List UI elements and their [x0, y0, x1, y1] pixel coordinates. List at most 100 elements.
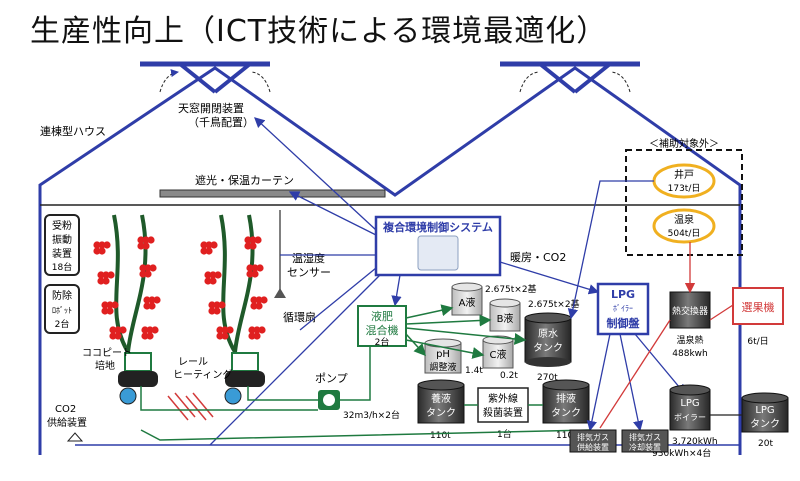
vine-stem — [126, 214, 148, 353]
tomato-fruit — [146, 332, 154, 340]
tomato-fruit — [244, 242, 252, 250]
tomato-fruit — [205, 247, 213, 255]
svg-text:ボイラー: ボイラー — [674, 413, 706, 422]
pollinator-box: 受粉 振動 装置 18台 — [44, 214, 80, 276]
tomato-fruit — [254, 236, 262, 244]
tomato-fruit — [216, 326, 224, 334]
tomato-fruit — [137, 236, 145, 244]
fan-icon — [224, 387, 242, 405]
svg-text:受粉: 受粉 — [52, 219, 72, 232]
vine-stem — [233, 214, 255, 353]
tomato-fruit — [246, 270, 254, 278]
tomato-fruit — [255, 302, 263, 310]
lpg-boiler: LPG ボイラー — [669, 384, 711, 431]
svg-text:制御盤: 制御盤 — [607, 316, 641, 330]
page-title: 生産性向上（ICT技術による環境最適化） — [30, 14, 608, 49]
tomato-fruit — [103, 241, 111, 249]
tomato-fruit — [98, 241, 106, 249]
tank-c: C液 — [482, 335, 514, 369]
pump-spec: 32m3/h×2台 — [343, 409, 400, 421]
svg-text:C液: C液 — [490, 348, 507, 361]
tomato-fruit — [111, 301, 119, 309]
curtain-label: 遮光・保温カーテン — [195, 173, 294, 187]
tomato-fruit — [213, 307, 221, 315]
tomato-fruit — [251, 270, 259, 278]
svg-text:タンク: タンク — [533, 342, 563, 354]
skylight-label: 天窓開閉装置 — [178, 101, 244, 115]
pump-icon — [318, 390, 340, 410]
tomato-fruit — [200, 241, 208, 249]
tank-b: B液 — [489, 298, 521, 332]
tomato-fruit — [143, 302, 151, 310]
co2-label-2: 供給装置 — [47, 416, 87, 429]
svg-text:防除: 防除 — [52, 289, 72, 302]
svg-text:複合環境制御システム: 複合環境制御システム — [382, 220, 493, 234]
pump-label: ポンプ — [315, 372, 348, 385]
house-label: 連棟型ハウス — [40, 124, 106, 138]
svg-text:排気ガス: 排気ガス — [629, 432, 661, 442]
fan-icon — [119, 387, 137, 405]
tomato-fruit — [221, 332, 229, 340]
fan-label: 循環扇 — [283, 310, 316, 324]
coco-label: ココピート — [82, 347, 132, 359]
tomato-fruit — [260, 296, 268, 304]
svg-text:タンク: タンク — [750, 418, 780, 430]
tomato-fruit — [248, 332, 256, 340]
tomato-fruit — [141, 326, 149, 334]
growing-bed-left — [118, 352, 158, 405]
tank-ph-spec: 1.4t — [465, 366, 483, 376]
coco-label-2: 培地 — [95, 359, 115, 372]
hot-spring-heat: 温泉熱 — [676, 334, 703, 346]
tomato-fruit — [209, 271, 217, 279]
tomato-fruit — [143, 296, 151, 304]
svg-text:調整液: 調整液 — [429, 361, 456, 373]
control-system-box: 複合環境制御システム — [374, 215, 502, 277]
tomato-fruit — [249, 242, 257, 250]
tomato-fruit — [209, 277, 217, 285]
growing-bed-right — [224, 352, 265, 405]
rail-label-2: ヒーティング — [173, 368, 232, 381]
svg-text:173t/日: 173t/日 — [668, 183, 701, 194]
greenhouse-outline — [38, 66, 742, 455]
tomato-fruit — [97, 271, 105, 279]
svg-text:養液: 養液 — [431, 392, 451, 405]
tomato-fruit — [255, 296, 263, 304]
tomato-fruit — [148, 302, 156, 310]
tomato-fruit — [137, 242, 145, 250]
svg-text:井戸: 井戸 — [674, 168, 694, 181]
subsidy-out-label: ＜補助対象外＞ — [649, 137, 719, 150]
valve-icon — [66, 432, 84, 442]
mixer-box: 液肥 混合機 2台 — [357, 305, 407, 348]
tomato-fruit — [205, 241, 213, 249]
tomato-fruit — [109, 332, 117, 340]
tomato-fruit — [226, 326, 234, 334]
svg-text:2台: 2台 — [375, 336, 390, 348]
sorter-spec: 6t/日 — [747, 336, 768, 347]
uv-sterilizer-box: 紫外線 殺菌装置 — [477, 387, 529, 423]
tomato-fruit — [250, 302, 258, 310]
tomato-fruit — [253, 326, 261, 334]
lpg-control-box: LPG ﾎﾞｲﾗｰ 制御盤 — [596, 282, 650, 336]
svg-text:原水: 原水 — [538, 328, 558, 340]
exhaust-cool-box: 排気ガス 冷却装置 — [621, 429, 669, 453]
nutrient-tank: 養液 タンク — [417, 379, 465, 424]
lpg-tank: LPG タンク — [741, 392, 789, 433]
tomato-fruit — [147, 236, 155, 244]
tomato-fruit — [142, 236, 150, 244]
svg-text:ﾎﾞｲﾗｰ: ﾎﾞｲﾗｰ — [613, 304, 633, 313]
tomato-fruit — [221, 326, 229, 334]
tomato-fruit — [102, 271, 110, 279]
rail-label: レール — [178, 357, 208, 368]
tomato-fruit — [93, 241, 101, 249]
exhaust-supply-box: 排気ガス 供給装置 — [569, 429, 617, 453]
tomato-fruit — [214, 271, 222, 279]
tomato-fruit — [213, 301, 221, 309]
lpg-boiler-spec1: 3,720kWh — [672, 437, 718, 447]
tomato-fruit — [148, 296, 156, 304]
svg-text:温泉: 温泉 — [674, 213, 694, 226]
tomato-fruit — [256, 264, 264, 272]
tank-ab-spec2: 2.675t×2基 — [528, 298, 580, 310]
tomato-fruit — [144, 264, 152, 272]
tomato-fruit — [142, 242, 150, 250]
tomato-fruit — [114, 332, 122, 340]
